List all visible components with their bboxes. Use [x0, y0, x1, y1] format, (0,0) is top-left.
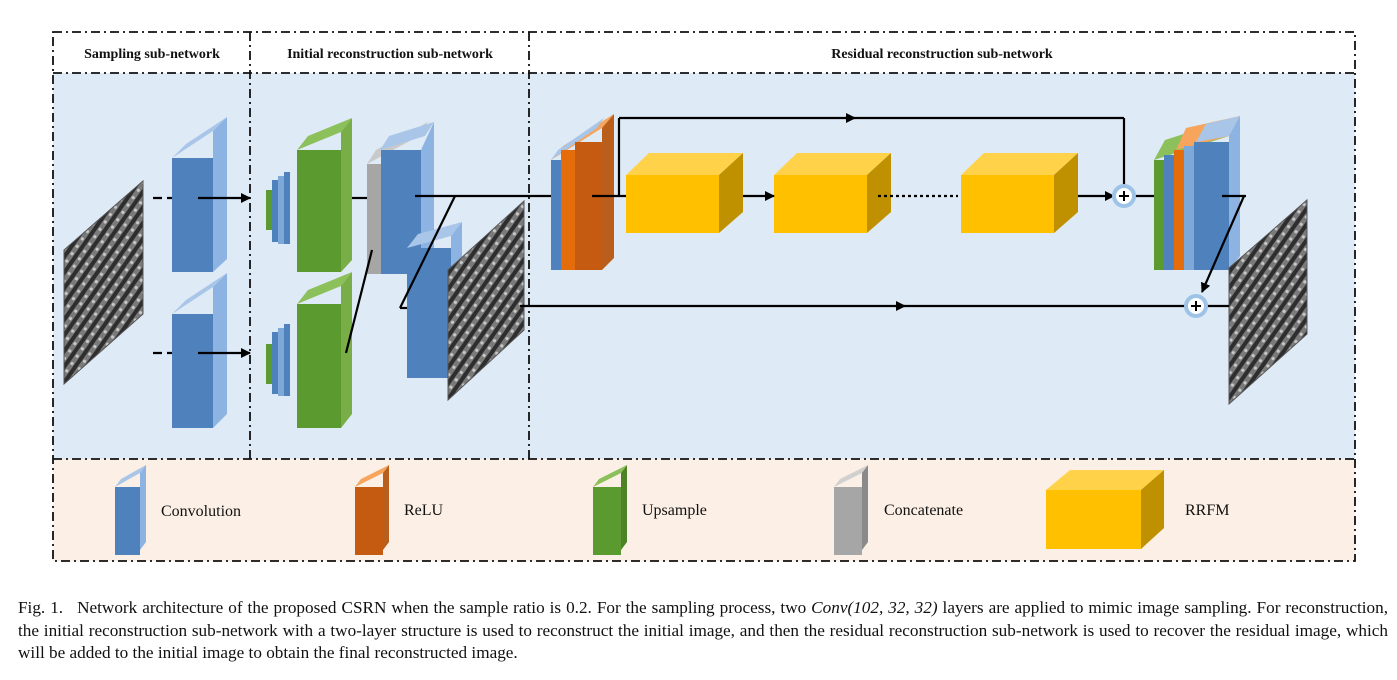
sampling-conv-top — [172, 117, 227, 272]
legend-rrfm-swatch — [1046, 470, 1164, 549]
caption-text-start: Network architecture of the proposed CSR… — [77, 598, 812, 617]
legend-convolution-swatch — [115, 465, 146, 555]
legend-relu-label: ReLU — [404, 502, 444, 519]
header-initial: Initial reconstruction sub-network — [287, 47, 493, 62]
main-region-background — [53, 73, 1355, 459]
connections — [153, 113, 1246, 358]
legend-upsample-swatch — [593, 465, 627, 555]
sampling-conv-bottom — [172, 273, 227, 428]
network-diagram: Sampling sub-network Initial reconstruct… — [52, 31, 1356, 562]
legend: Convolution ReLU Upsample Concatenate RR… — [115, 465, 1229, 555]
legend-upsample-label: Upsample — [642, 502, 707, 519]
caption-text-end: layers are applied to mimic image sampli… — [18, 598, 1388, 662]
sum-node-bottom — [1184, 294, 1208, 318]
rrfm-block-3 — [961, 153, 1078, 233]
input-image — [63, 179, 144, 386]
rrfm-block-1 — [626, 153, 743, 233]
legend-concatenate-swatch — [834, 465, 868, 555]
caption-math-expression: Conv(102, 32, 32) — [811, 598, 938, 617]
residual-conv-relu-block — [551, 114, 614, 270]
section-frame — [52, 31, 1356, 562]
legend-relu-swatch — [355, 465, 389, 555]
figure-caption: Fig. 1. Network architecture of the propo… — [18, 597, 1388, 665]
legend-convolution-label: Convolution — [161, 503, 241, 520]
header-sampling: Sampling sub-network — [84, 47, 220, 62]
header-residual: Residual reconstruction sub-network — [831, 47, 1053, 62]
legend-rrfm-label: RRFM — [1185, 502, 1229, 519]
upsample-stack-top — [266, 118, 352, 272]
final-concat-stack — [1154, 116, 1240, 270]
legend-concatenate-label: Concatenate — [884, 502, 963, 519]
initial-image — [447, 199, 525, 402]
figure-label: Fig. 1. — [18, 598, 64, 617]
rrfm-block-2 — [774, 153, 891, 233]
output-image — [1228, 198, 1308, 406]
sum-node-top — [1112, 184, 1136, 208]
